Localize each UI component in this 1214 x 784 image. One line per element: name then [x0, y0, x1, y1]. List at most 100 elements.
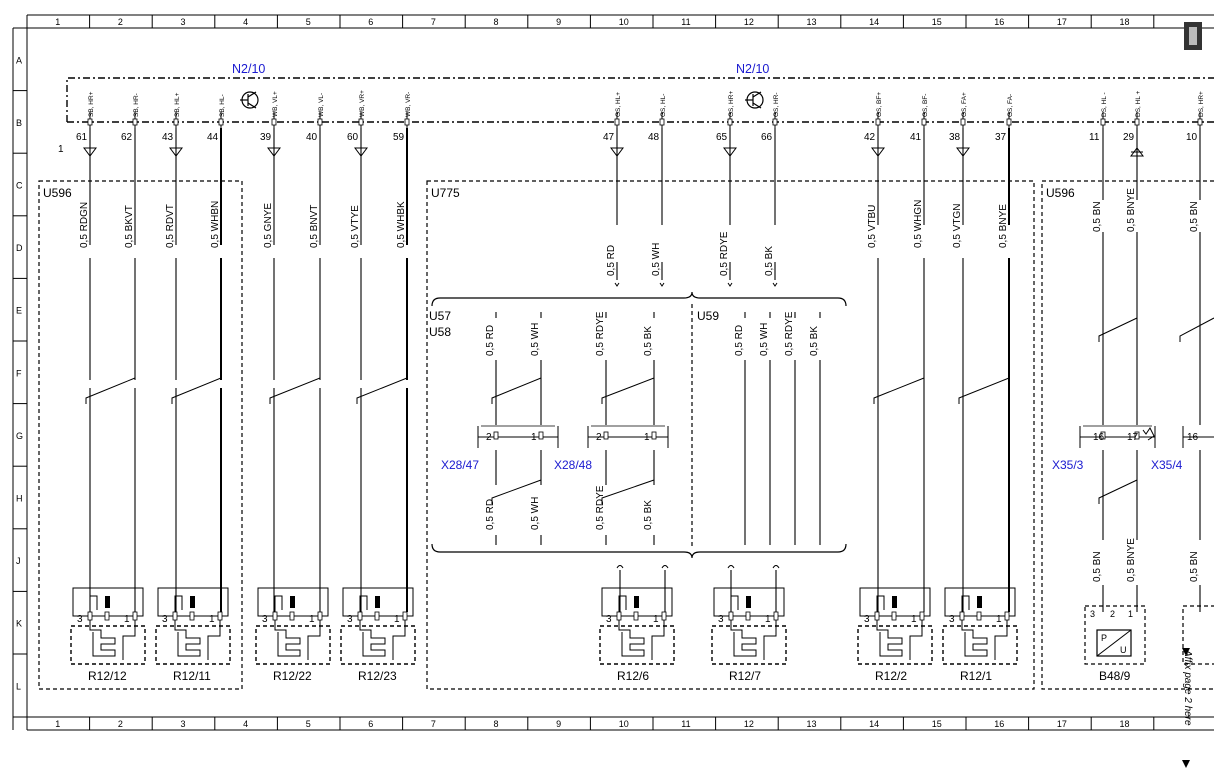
pin-terminal-label: GS, HR-: [773, 92, 780, 117]
row-letter: J: [16, 556, 21, 566]
heater-label: R12/11: [173, 669, 211, 683]
heater-label: R12/7: [729, 669, 761, 683]
wire-label: 0,5 BK: [643, 500, 654, 530]
pin-number: 39: [260, 132, 272, 143]
heater-pin-number: 1: [209, 614, 215, 625]
page-corner-marker: [1184, 22, 1202, 50]
pin-number: 43: [162, 132, 174, 143]
column-number: 5: [306, 17, 311, 27]
heater-pin-number: 1: [309, 614, 315, 625]
wire-label: 0,5 BK: [764, 246, 775, 276]
heater-pin-number: 1: [124, 614, 130, 625]
triangle-down-icon: [1182, 760, 1190, 768]
connector-pin-number: 1: [531, 432, 537, 443]
heating-coil-icon: [876, 620, 903, 657]
pin: WB, VL- 40: [306, 93, 325, 143]
connector-label-x28-48: X28/48: [554, 458, 592, 472]
wire-label: 0,5 BN: [1092, 551, 1103, 582]
pin-terminal-label: DS, HL -: [1101, 92, 1108, 117]
column-number: 2: [118, 719, 123, 729]
heater-pin-number: 3: [949, 614, 955, 625]
pin-number: 37: [995, 132, 1007, 143]
column-number: 18: [1120, 719, 1130, 729]
variant-label-u57: U57: [429, 309, 451, 323]
heater-pin-number: 3: [262, 614, 268, 625]
column-number: 14: [869, 17, 879, 27]
pin-number: 29: [1123, 132, 1135, 143]
heater-pin-number: 1: [394, 614, 400, 625]
pin-number: 40: [306, 132, 318, 143]
pin-terminal-label: GS, HR+: [728, 91, 735, 117]
wire-label: 0,5 RDVT: [165, 204, 176, 248]
column-number: 12: [744, 17, 754, 27]
pin-terminal-label: GS, FA-: [1007, 94, 1014, 117]
connector-label-x28-47: X28/47: [441, 458, 479, 472]
column-number: 15: [932, 719, 942, 729]
pin: SB, HL-44: [207, 94, 226, 143]
heater-pin-number: 1: [653, 614, 659, 625]
variant-label-u775: U775: [431, 186, 460, 200]
wire-label: 0,5 BKVT: [124, 205, 135, 248]
column-number: 12: [744, 719, 754, 729]
row-letter: C: [16, 181, 23, 191]
pin-number: 61: [76, 132, 88, 143]
pin-terminal-label: WB, VL+: [272, 91, 279, 117]
column-number: 3: [181, 17, 186, 27]
heating-coil-icon: [274, 620, 301, 657]
heating-coil-icon: [618, 620, 645, 657]
variant-label-u596-right: U596: [1046, 186, 1075, 200]
n2-10-module: N2/10 N2/10 1: [58, 62, 1214, 155]
connector-pin-number: 16: [1187, 432, 1199, 443]
heating-coil-icon: [730, 620, 757, 657]
connector-pin-number: 2: [596, 432, 602, 443]
column-number: 11: [681, 719, 690, 729]
heater-label: R12/23: [358, 669, 397, 683]
wire-label: 0,5 BN: [1189, 551, 1200, 582]
wire-label: 0,5 RD: [734, 325, 745, 356]
column-number: 1: [55, 17, 60, 27]
variant-label-u58: U58: [429, 325, 451, 339]
sensor-pin-3: 3: [1090, 609, 1095, 619]
column-number: 16: [994, 719, 1004, 729]
pin-terminal-label: SB, HL-: [219, 94, 226, 117]
column-number: 16: [994, 17, 1004, 27]
sensor-p-label: P: [1101, 633, 1107, 643]
heating-coil-icon: [89, 620, 116, 657]
wire-label: 0,5 WHBK: [396, 201, 407, 248]
heater-pin-number: 3: [864, 614, 870, 625]
pin-terminal-label: GS, BF+: [876, 92, 883, 117]
heater-pin-number: 3: [162, 614, 168, 625]
pin: WB, VR-59: [393, 92, 412, 143]
pin-terminal-label: WB, VR-: [405, 92, 412, 117]
wire-label: 0,5 BNYE: [1126, 188, 1137, 232]
column-number: 9: [556, 719, 561, 729]
pin: GS, BF-41: [910, 94, 929, 143]
pin-number: 48: [648, 132, 660, 143]
wire-label: 0,5 BNVT: [309, 205, 320, 248]
connector-pin-number: 16: [1093, 432, 1105, 443]
transistor-icon: [240, 91, 259, 109]
pin-terminal-label: WB, VL-: [318, 93, 325, 117]
pin-terminal-label: GS, HL+: [615, 92, 622, 117]
sensor-u-label: U: [1120, 645, 1127, 655]
pin: GS, HL- 48: [648, 94, 667, 143]
pin-number: 62: [121, 132, 133, 143]
column-number: 17: [1057, 719, 1067, 729]
side-note: Affix page 2 here: [1182, 649, 1193, 726]
column-number: 13: [807, 719, 817, 729]
column-number: 8: [494, 17, 499, 27]
wire-label: 0,5 BK: [809, 326, 820, 356]
connector-pin-number: 17: [1127, 432, 1139, 443]
column-number: 10: [619, 17, 629, 27]
column-number: 6: [368, 17, 373, 27]
pin-terminal-label: GS, HL-: [660, 94, 667, 117]
